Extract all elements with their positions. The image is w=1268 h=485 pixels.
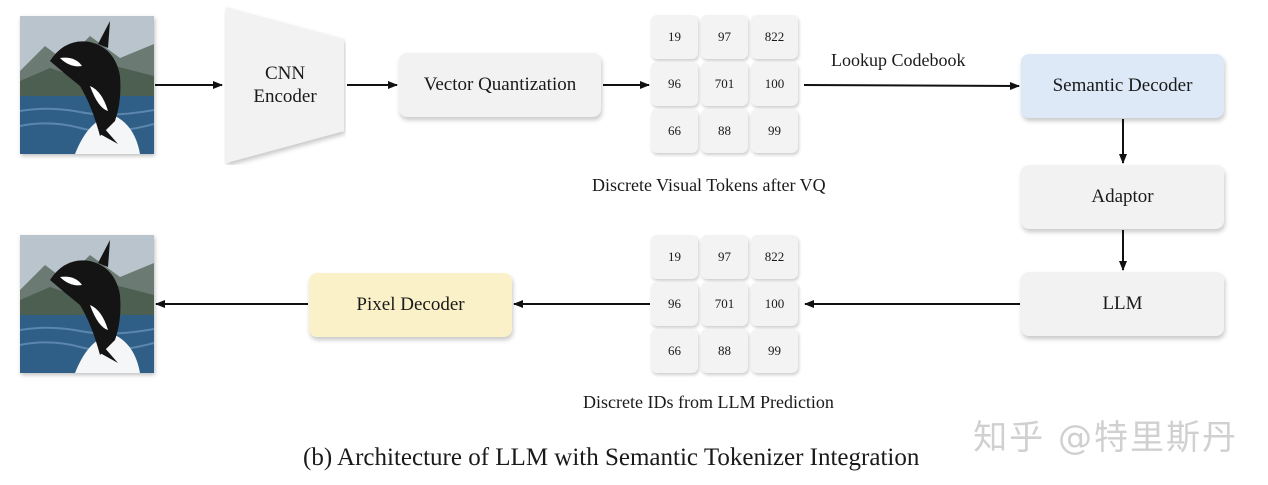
arrow-tokens-to-semantic-decoder [803,81,1020,90]
semantic-decoder-box: Semantic Decoder [1021,54,1224,118]
token-cell: 66 [651,329,698,373]
token-cell: 96 [651,62,698,106]
token-cell: 66 [651,109,698,153]
token-cell: 97 [701,15,748,59]
vector-quantization-label: Vector Quantization [423,74,577,95]
llm-label: LLM [1102,293,1143,314]
cnn-encoder-label: CNN Encoder [253,63,317,107]
output-orca-image [20,235,154,373]
token-cell: 822 [751,15,798,59]
token-cell: 100 [751,282,798,326]
watermark: 知乎 @特里斯丹 [973,418,1238,458]
token-cell: 99 [751,109,798,153]
token-cell: 100 [751,62,798,106]
llm-box: LLM [1021,272,1224,336]
token-cell: 822 [751,235,798,279]
cnn-encoder: CNN Encoder [224,5,346,165]
token-cell: 19 [651,235,698,279]
token-cell: 88 [701,329,748,373]
top-grid-caption: Discrete Visual Tokens after VQ [592,175,826,195]
token-cell: 701 [701,282,748,326]
lookup-codebook-label: Lookup Codebook [831,50,966,70]
semantic-decoder-label: Semantic Decoder [1052,75,1193,96]
adaptor-label: Adaptor [1091,186,1154,207]
token-cell: 88 [701,109,748,153]
bottom-token-grid: 19 97 822 96 701 100 66 88 99 [651,235,803,377]
token-cell: 19 [651,15,698,59]
token-cell: 701 [701,62,748,106]
vector-quantization-box: Vector Quantization [399,53,601,117]
figure-title: (b) Architecture of LLM with Semantic To… [303,444,920,471]
token-cell: 99 [751,329,798,373]
input-orca-image [20,16,154,154]
adaptor-box: Adaptor [1021,165,1224,229]
top-token-grid: 19 97 822 96 701 100 66 88 99 [651,15,803,157]
pixel-decoder-box: Pixel Decoder [309,273,512,337]
token-cell: 97 [701,235,748,279]
token-cell: 96 [651,282,698,326]
bottom-grid-caption: Discrete IDs from LLM Prediction [583,392,834,412]
pixel-decoder-label: Pixel Decoder [356,294,465,315]
